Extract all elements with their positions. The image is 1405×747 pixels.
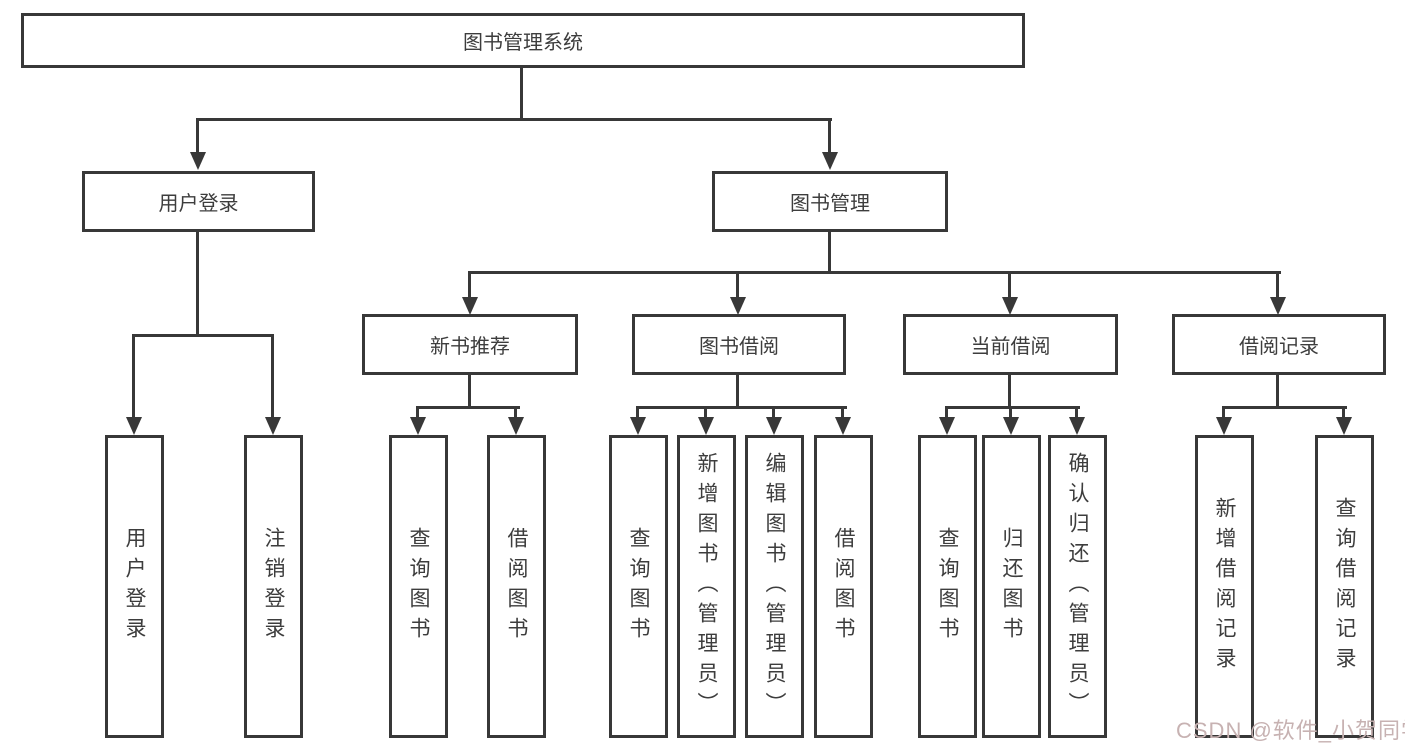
connector-records-rail <box>1222 406 1347 409</box>
leaf-edit-books-admin: 编辑图书（管理员） <box>745 435 804 738</box>
connector-to-l3 <box>1008 271 1011 299</box>
connector-user-login-stem <box>196 232 199 337</box>
connector-current-stem <box>1008 375 1011 408</box>
arrow-down-icon <box>1069 417 1085 435</box>
arrow-down-icon <box>630 417 646 435</box>
connector-to-leaf <box>841 406 844 420</box>
leaf-query-books-recommend: 查询图书 <box>389 435 448 738</box>
leaf-label: 新增借阅记录 <box>1213 496 1236 677</box>
connector-to-leaf <box>271 334 274 419</box>
arrow-down-icon <box>835 417 851 435</box>
leaf-query-books-current: 查询图书 <box>918 435 977 738</box>
arrow-down-icon <box>822 152 838 170</box>
leaf-logout: 注销登录 <box>244 435 303 738</box>
leaf-label: 借阅图书 <box>832 526 855 647</box>
arrow-down-icon <box>939 417 955 435</box>
connector-to-leaf <box>704 406 707 420</box>
node-library-management-system: 图书管理系统 <box>21 13 1025 68</box>
leaf-add-borrow-record: 新增借阅记录 <box>1195 435 1254 738</box>
leaf-add-books-admin: 新增图书（管理员） <box>677 435 736 738</box>
node-label: 用户登录 <box>158 193 239 215</box>
connector-to-book-management <box>828 118 831 154</box>
connector-to-leaf <box>1009 406 1012 420</box>
arrow-down-icon <box>1003 417 1019 435</box>
arrow-down-icon <box>190 152 206 170</box>
node-book-management: 图书管理 <box>712 171 948 232</box>
arrow-down-icon <box>410 417 426 435</box>
arrow-down-icon <box>698 417 714 435</box>
arrow-down-icon <box>508 417 524 435</box>
connector-recommend-rail <box>416 406 520 409</box>
leaf-label: 确认归还（管理员） <box>1066 451 1089 722</box>
leaf-label: 查询借阅记录 <box>1333 496 1356 677</box>
arrow-down-icon <box>462 297 478 315</box>
arrow-down-icon <box>1270 297 1286 315</box>
connector-to-leaf <box>636 406 639 420</box>
node-label: 图书管理系统 <box>463 32 583 54</box>
connector-user-login-rail <box>132 334 274 337</box>
connector-root-stem <box>520 68 523 119</box>
node-label: 图书借阅 <box>699 336 779 358</box>
leaf-borrow-books-recommend: 借阅图书 <box>487 435 546 738</box>
node-borrowing-records: 借阅记录 <box>1172 314 1386 375</box>
connector-to-leaf <box>132 334 135 419</box>
node-label: 图书管理 <box>790 193 870 215</box>
node-label: 当前借阅 <box>970 336 1051 358</box>
connector-to-l3 <box>736 271 739 299</box>
arrow-down-icon <box>730 297 746 315</box>
connector-to-leaf <box>416 406 419 420</box>
leaf-label: 用户登录 <box>123 526 146 647</box>
node-book-borrowing: 图书借阅 <box>632 314 846 375</box>
connector-to-l3 <box>1276 271 1279 299</box>
leaf-query-books-borrowing: 查询图书 <box>609 435 668 738</box>
arrow-down-icon <box>1336 417 1352 435</box>
connector-current-rail <box>945 406 1080 409</box>
connector-book-management-rail <box>468 271 1281 274</box>
connector-to-leaf <box>772 406 775 420</box>
node-user-login: 用户登录 <box>82 171 315 232</box>
arrow-down-icon <box>126 417 142 435</box>
connector-borrowing-stem <box>736 375 739 408</box>
connector-to-leaf <box>945 406 948 420</box>
arrow-down-icon <box>766 417 782 435</box>
connector-root-rail <box>196 118 832 121</box>
leaf-label: 新增图书（管理员） <box>695 451 718 722</box>
arrow-down-icon <box>265 417 281 435</box>
leaf-label: 借阅图书 <box>505 526 528 647</box>
watermark: CSDN @软件_小贺同学 <box>1176 718 1405 743</box>
arrow-down-icon <box>1002 297 1018 315</box>
leaf-borrow-books-borrowing: 借阅图书 <box>814 435 873 738</box>
leaf-label: 注销登录 <box>262 526 285 647</box>
node-label: 新书推荐 <box>430 336 510 358</box>
leaf-label: 查询图书 <box>936 526 959 647</box>
connector-to-leaf <box>1075 406 1078 420</box>
node-new-book-recommend: 新书推荐 <box>362 314 578 375</box>
connector-recommend-stem <box>468 375 471 408</box>
connector-to-l3 <box>468 271 471 299</box>
connector-to-user-login <box>196 118 199 154</box>
connector-records-stem <box>1276 375 1279 408</box>
connector-to-leaf <box>1222 406 1225 420</box>
node-current-borrowing: 当前借阅 <box>903 314 1118 375</box>
leaf-query-borrow-record: 查询借阅记录 <box>1315 435 1374 738</box>
connector-borrowing-rail <box>636 406 847 409</box>
node-label: 借阅记录 <box>1239 336 1319 358</box>
leaf-user-login: 用户登录 <box>105 435 164 738</box>
connector-to-leaf <box>514 406 517 420</box>
arrow-down-icon <box>1216 417 1232 435</box>
leaf-confirm-return-admin: 确认归还（管理员） <box>1048 435 1107 738</box>
connector-book-management-stem <box>828 232 831 273</box>
leaf-label: 查询图书 <box>627 526 650 647</box>
leaf-label: 查询图书 <box>407 526 430 647</box>
leaf-label: 归还图书 <box>1000 526 1023 647</box>
connector-to-leaf <box>1342 406 1345 420</box>
leaf-return-books: 归还图书 <box>982 435 1041 738</box>
leaf-label: 编辑图书（管理员） <box>763 451 786 722</box>
